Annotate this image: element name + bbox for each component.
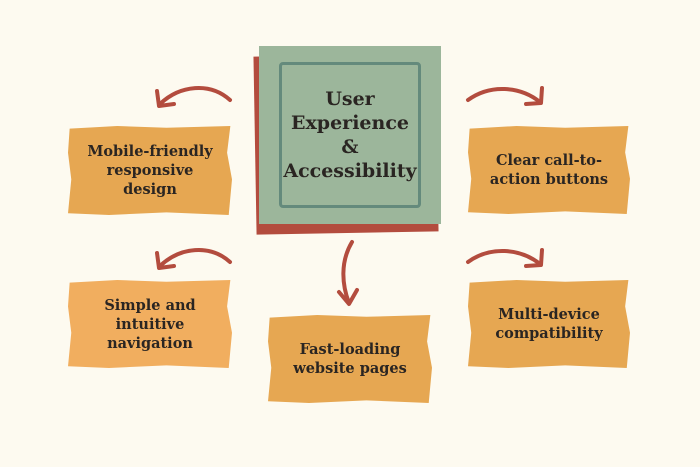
center-line-4: Accessibility xyxy=(283,160,417,182)
node-mobile: Mobile-friendly responsive design xyxy=(68,126,232,215)
arrow-to-multi xyxy=(466,248,544,268)
arrow-to-fast xyxy=(337,240,359,306)
center-inner-border xyxy=(279,62,421,208)
center-line-2: Experience xyxy=(291,112,409,134)
node-fast: Fast-loading website pages xyxy=(268,315,432,403)
arrow-to-navigation xyxy=(155,248,232,270)
node-multi: Multi-device compatibility xyxy=(468,280,630,368)
arrow-to-cta xyxy=(466,86,544,106)
center-line-1: User xyxy=(325,88,375,110)
center-node: User Experience & Accessibility xyxy=(259,46,441,224)
node-cta-label: Clear call-to-action buttons xyxy=(489,152,609,188)
center-line-3: & xyxy=(341,136,359,158)
node-fast-label: Fast-loading website pages xyxy=(293,341,407,377)
node-cta: Clear call-to-action buttons xyxy=(468,126,630,214)
node-multi-label: Multi-device compatibility xyxy=(495,306,603,342)
node-navigation-label: Simple and intuitive navigation xyxy=(104,296,196,352)
node-mobile-label: Mobile-friendly responsive design xyxy=(87,143,213,198)
arrow-to-mobile xyxy=(155,86,232,108)
node-navigation: Simple and intuitive navigation xyxy=(68,280,232,368)
